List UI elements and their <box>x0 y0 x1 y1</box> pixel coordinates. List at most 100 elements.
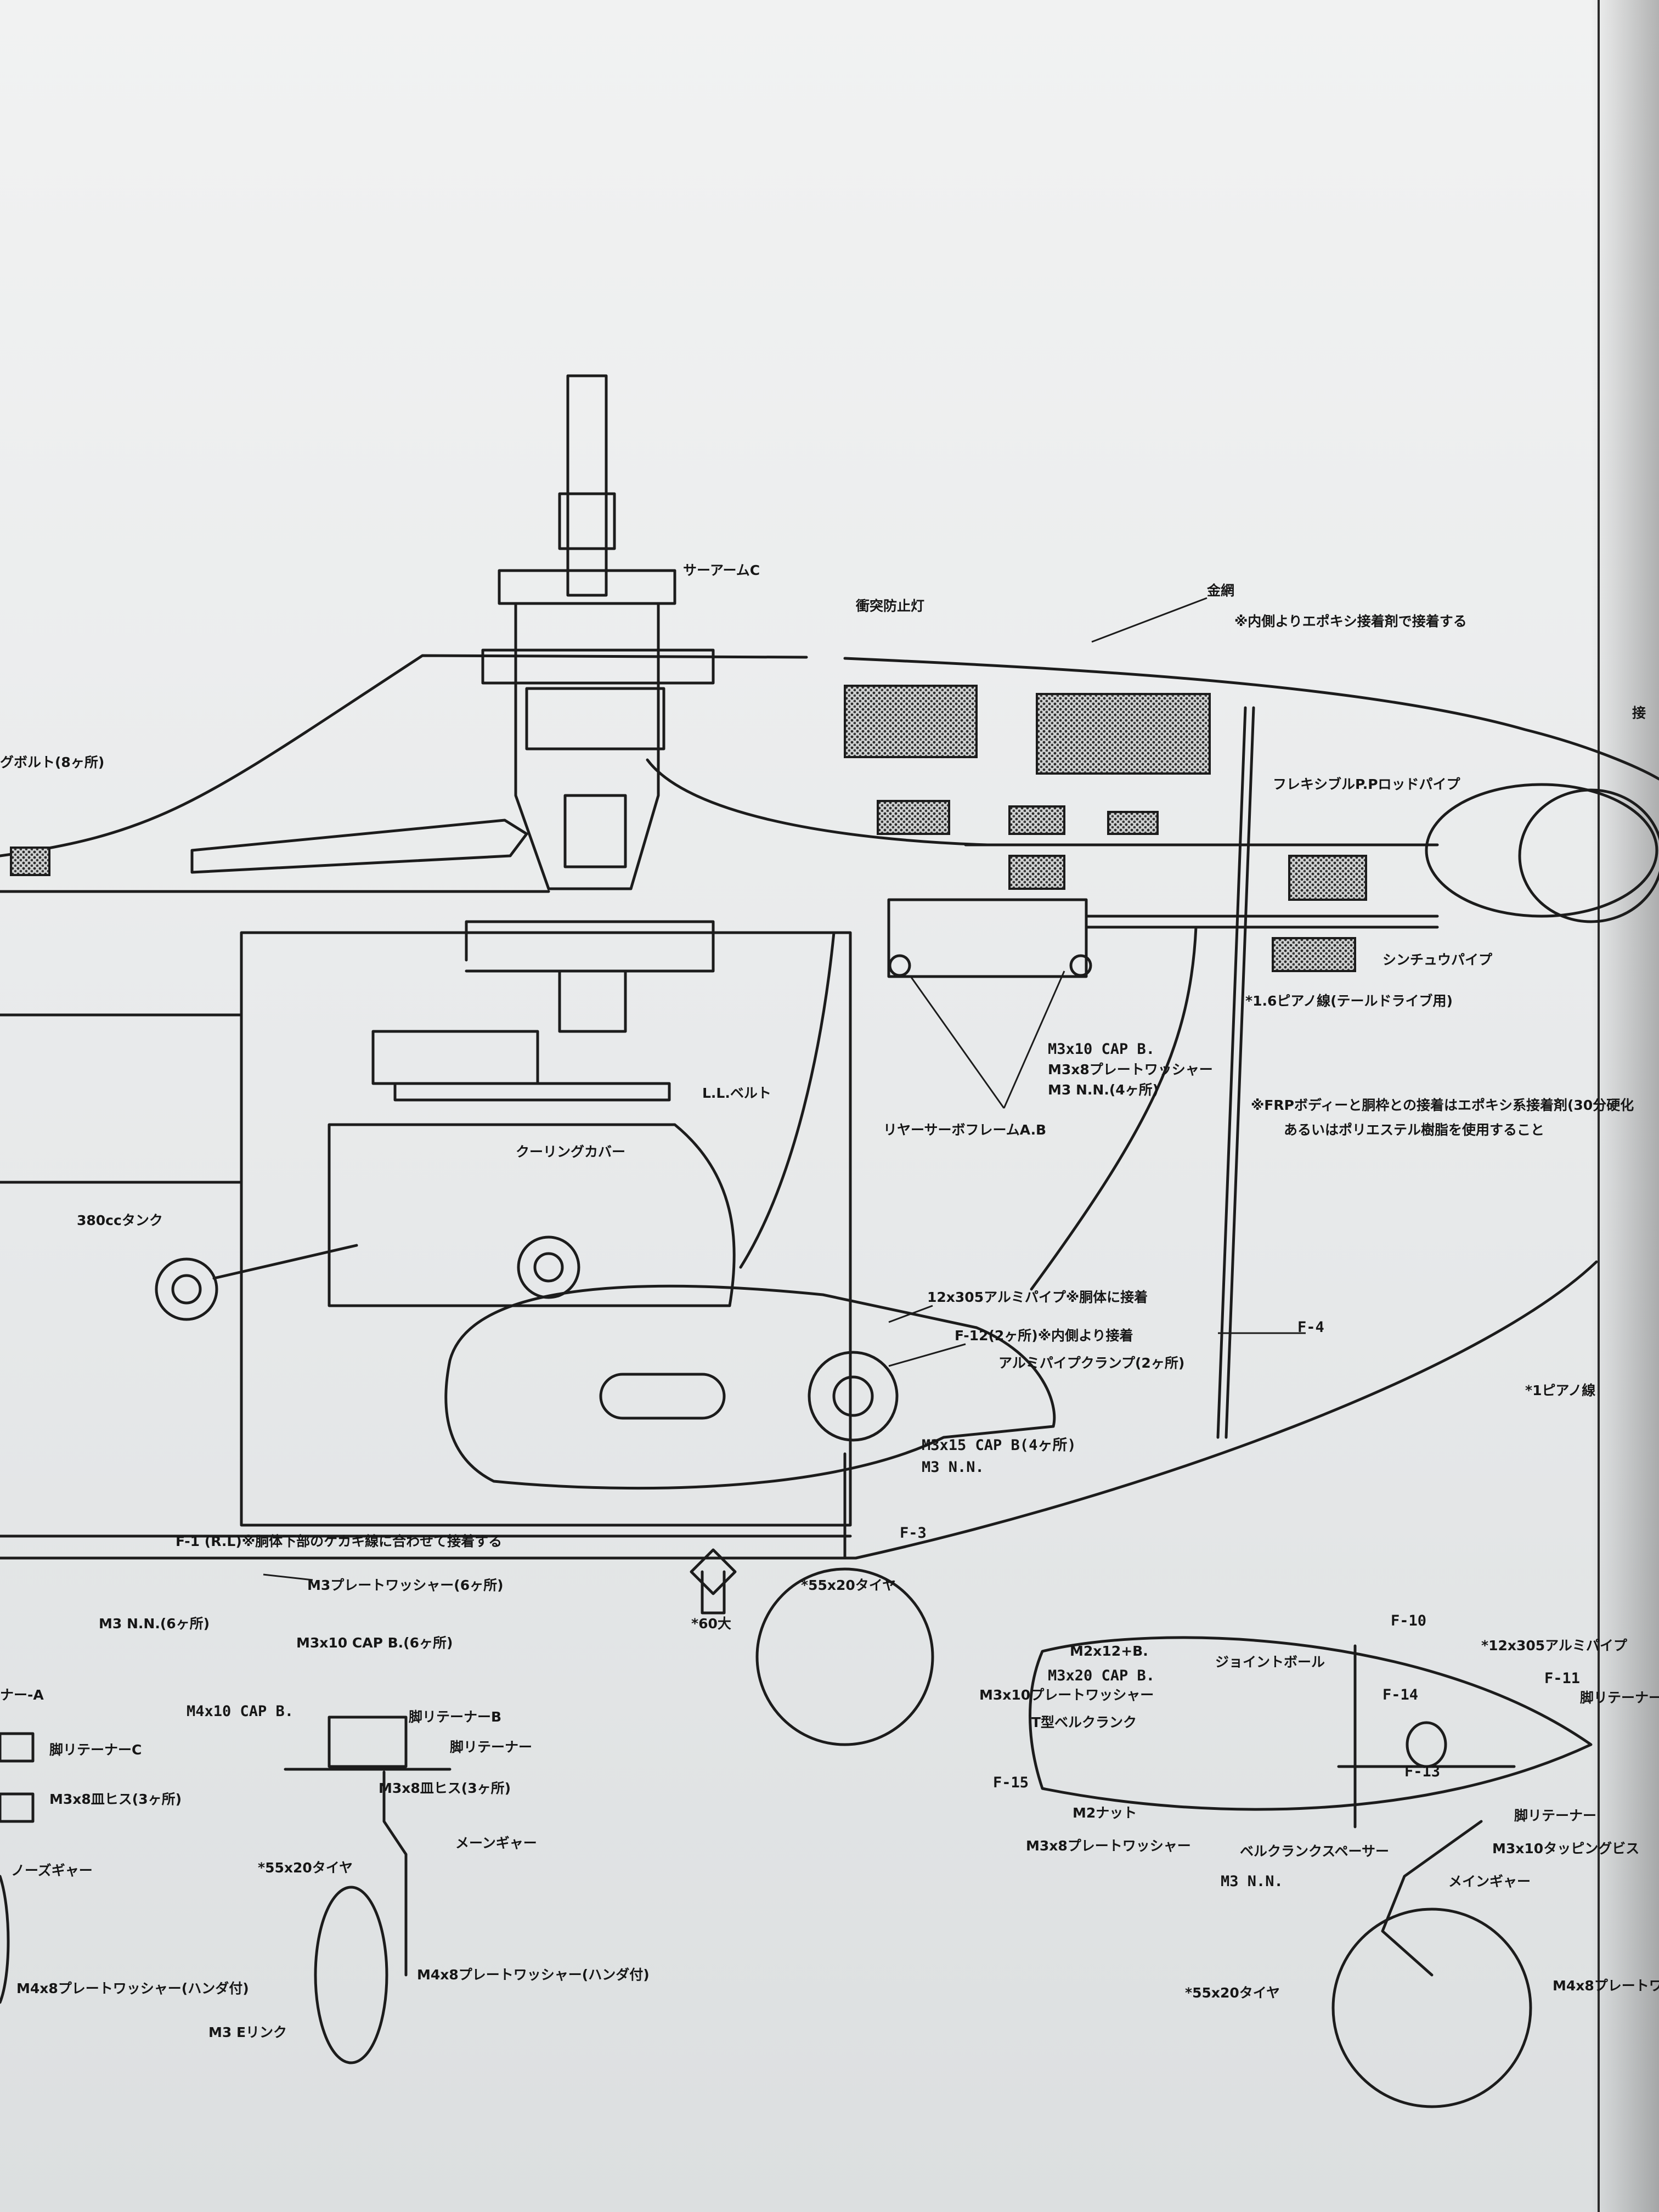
label-main-gear-right: メインギャー <box>1448 1874 1531 1889</box>
muffler <box>444 1284 1056 1490</box>
main-wheel <box>755 1567 934 1746</box>
label-m3nn-right: M3 N.N. <box>1221 1873 1283 1890</box>
rear-gear-body <box>1029 1636 1593 1811</box>
label-piano-right: *1ピアノ線 <box>1525 1383 1596 1398</box>
label-f10: F-10 <box>1391 1612 1427 1629</box>
label-tire-small: *55x20タイヤ <box>258 1860 353 1876</box>
label-m3x20: M3x20 CAP B. <box>1048 1667 1155 1684</box>
label-retainer-b: 脚リテーナーB <box>409 1709 502 1725</box>
label-frp-note-1: ※FRPボディーと胴枠との接着はエポキシ系接着剤(30分硬化 <box>1251 1097 1634 1113</box>
label-m3x10-tap: M3x10タッピングビス <box>1492 1841 1640 1857</box>
label-wire-mesh: 金網 <box>1207 583 1235 599</box>
label-m2x12: M2x12+B. <box>1070 1643 1148 1659</box>
label-plate-washer-6: M3プレートワッシャー(6ヶ所) <box>307 1577 504 1593</box>
label-cooling-cover: クーリングカバー <box>516 1144 626 1160</box>
mesh-panel <box>1008 805 1065 835</box>
label-e-ring: M3 Eリンク <box>208 2024 287 2040</box>
mesh-panel <box>877 800 950 835</box>
label-frp-note-2: あるいはポリエステル樹脂を使用すること <box>1284 1122 1545 1138</box>
label-flexible-rod: フレキシブルP.Pロッドパイプ <box>1273 776 1460 792</box>
mesh-panel <box>1008 855 1065 890</box>
mesh-panel <box>1288 855 1367 901</box>
label-ll-belt: L.L.ベルト <box>702 1085 771 1101</box>
tail-ellipse-outer <box>1425 783 1658 918</box>
label-m3nn-6: M3 N.N.(6ヶ所) <box>99 1616 210 1632</box>
label-retainer-b-right: 脚リテーナーB <box>1580 1690 1659 1706</box>
label-tail-servo-arm: サーアームC <box>683 562 760 578</box>
joint-ball <box>1406 1721 1447 1768</box>
fuselage-bottom-outline <box>0 1260 1598 1560</box>
page-fold-shadow <box>1591 0 1659 2212</box>
label-servo-frame: リヤーサーボフレームA.B <box>883 1122 1047 1138</box>
label-nose-gear: ノーズギャー <box>11 1863 93 1878</box>
label-arrow-size: *60大 <box>691 1616 731 1632</box>
label-pipe-clamp: アルミパイプクランプ(2ヶ所) <box>998 1355 1185 1371</box>
page-fold-edge <box>1598 0 1600 2212</box>
label-f15: F-15 <box>993 1774 1029 1791</box>
label-f11: F-11 <box>1544 1670 1581 1687</box>
label-plate-washer: M3x8プレートワッシャー <box>1048 1062 1213 1077</box>
label-cap-screw: M3x10 CAP B. <box>1048 1041 1155 1058</box>
label-alu-pipe-right: *12x305アルミパイプ <box>1481 1638 1627 1654</box>
label-m2-nut: M2ナット <box>1073 1805 1137 1821</box>
main-frame-panel <box>240 931 852 1527</box>
nose-wheel <box>314 1886 388 2064</box>
rear-gear-wheel <box>1331 1908 1532 2108</box>
label-bellcrank-spacer: ベルクランクスペーサー <box>1240 1843 1390 1859</box>
ll-belt <box>393 1082 671 1102</box>
label-retainer: 脚リテーナー <box>450 1739 533 1755</box>
label-shinchu-pipe: シンチュウパイプ <box>1383 952 1493 968</box>
fuselage-top-outline <box>0 654 808 857</box>
label-flat-screw: M3x8皿ヒス(3ヶ所) <box>379 1780 511 1796</box>
label-tank: 380ccタンク <box>77 1212 163 1228</box>
label-f14: F-14 <box>1383 1686 1419 1703</box>
pipe-clamp <box>808 1351 899 1442</box>
cooling-cover <box>328 1123 736 1307</box>
label-flat-screw-left: M3x8皿ヒス(3ヶ所) <box>49 1791 182 1807</box>
label-tire-main: *55x20タイヤ <box>801 1577 896 1593</box>
clutch-drum <box>517 1235 580 1299</box>
label-t-bellcrank: T型ベルクランク <box>1031 1714 1137 1730</box>
label-m3x8-washer: M3x8プレートワッシャー <box>1026 1838 1191 1854</box>
mesh-panel <box>10 847 50 876</box>
label-f1-note: F-1 (R.L)※胴体下部のケカキ線に合わせて接着する <box>176 1533 503 1549</box>
fuel-tank-cap <box>155 1257 218 1321</box>
label-washer-solder: M4x8プレートワッシャー(ハンダ付) <box>417 1967 650 1983</box>
mesh-panel <box>1036 693 1211 775</box>
label-retainer-a: ナー-A <box>0 1687 44 1703</box>
label-f3: F-3 <box>900 1525 927 1542</box>
rear-servo-frame <box>887 898 1088 978</box>
label-retainer-right: 脚リテーナー <box>1514 1808 1597 1824</box>
label-m3x15: M3x15 CAP B(4ヶ所) <box>922 1437 1076 1454</box>
label-bolt-count: グボルト(8ヶ所) <box>0 754 105 770</box>
servo-arm <box>190 819 528 874</box>
label-f12: F-12(2ヶ所)※内側より接着 <box>955 1328 1133 1344</box>
nose-gear-block <box>328 1716 408 1768</box>
mesh-panel <box>1272 937 1356 972</box>
rotor-shaft <box>566 374 608 597</box>
label-main-gear: メーンギャー <box>455 1835 537 1851</box>
label-wire-mesh-note: ※内側よりエポキシ接着剤で接着する <box>1234 613 1467 629</box>
upward-arrow <box>690 1548 737 1615</box>
label-washer-solder-left: M4x8プレートワッシャー(ハンダ付) <box>16 1980 249 1996</box>
label-collision-light: 衝突防止灯 <box>856 598 925 614</box>
label-m3x10-washer: M3x10プレートワッシャー <box>979 1687 1154 1703</box>
label-piano-wire: *1.6ピアノ線(テールドライブ用) <box>1245 993 1453 1009</box>
mesh-panel <box>844 685 978 758</box>
label-nut: M3 N.N.(4ヶ所) <box>1048 1082 1159 1098</box>
label-cap-6: M3x10 CAP B.(6ヶ所) <box>296 1635 453 1651</box>
label-edge-char: 接 <box>1632 705 1646 721</box>
mesh-panel <box>1107 811 1159 835</box>
f4-pipe <box>1216 706 1247 1439</box>
label-m4x10: M4x10 CAP B. <box>187 1703 294 1720</box>
rotor-hub <box>558 492 616 550</box>
label-retainer-c: 脚リテーナーC <box>49 1742 142 1758</box>
label-tire-right: *55x20タイヤ <box>1185 1985 1280 2001</box>
label-f13: F-13 <box>1404 1763 1441 1780</box>
label-alu-pipe: 12x305アルミパイプ※胴体に接着 <box>927 1289 1148 1305</box>
label-m3nn: M3 N.N. <box>922 1459 984 1476</box>
label-washer-right: M4x8プレートワ <box>1553 1978 1659 1994</box>
canopy-top-line <box>843 657 1659 781</box>
label-joint-ball: ジョイントボール <box>1215 1654 1325 1670</box>
